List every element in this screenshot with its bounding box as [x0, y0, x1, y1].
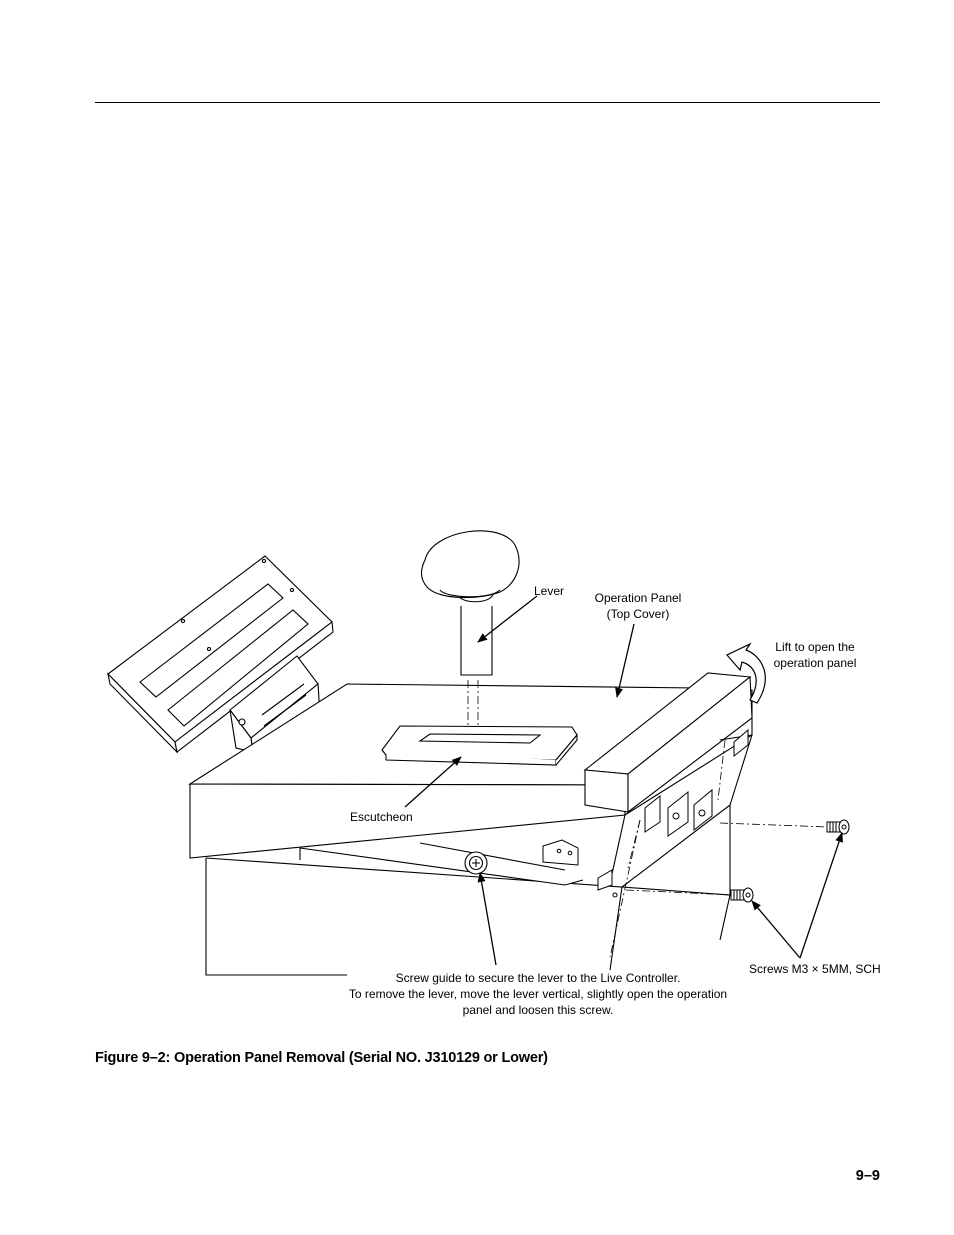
label-screw-guide-line2: To remove the lever, move the lever vert… [348, 987, 728, 1001]
label-lever: Lever [534, 584, 565, 598]
label-operation-panel-line2: (Top Cover) [606, 607, 670, 621]
label-operation-panel: Operation Panel (Top Cover) [583, 590, 693, 622]
lever-callout-arrow [477, 595, 538, 643]
rear-display-panel [107, 555, 334, 754]
screw2-callout-arrow [751, 900, 801, 959]
label-escutcheon: Escutcheon [350, 810, 413, 824]
screw-guide-hole [464, 851, 488, 875]
screw-guide-callout-arrow [477, 872, 497, 966]
page-number: 9–9 [855, 1168, 880, 1184]
escutcheon-part [381, 725, 578, 766]
label-lift-line2: operation panel [773, 656, 857, 670]
assembly-guide-lines [467, 680, 829, 958]
screw1-callout-arrow [799, 832, 843, 959]
header-rule [95, 102, 880, 103]
mounting-brackets [542, 728, 749, 898]
panel-callout-arrow [615, 623, 635, 698]
callout-arrows [404, 595, 843, 966]
label-screw-guide: Screw guide to secure the lever to the L… [340, 970, 736, 1018]
escutcheon-callout-arrow [404, 756, 462, 808]
label-operation-panel-line1: Operation Panel [594, 591, 682, 605]
lift-arrow [726, 642, 766, 704]
label-lift: Lift to open the operation panel [765, 639, 865, 671]
lever-part [421, 530, 520, 676]
label-screw-guide-line1: Screw guide to secure the lever to the L… [395, 971, 681, 985]
label-screw-guide-line3: panel and loosen this screw. [462, 1003, 614, 1017]
label-screws: Screws M3 × 5MM, SCH [749, 962, 881, 976]
right-bar [583, 672, 753, 814]
screw-parts [730, 819, 850, 903]
figure-caption: Figure 9–2: Operation Panel Removal (Ser… [95, 1050, 548, 1066]
label-lift-line1: Lift to open the [775, 640, 855, 654]
base-housing [205, 734, 753, 976]
